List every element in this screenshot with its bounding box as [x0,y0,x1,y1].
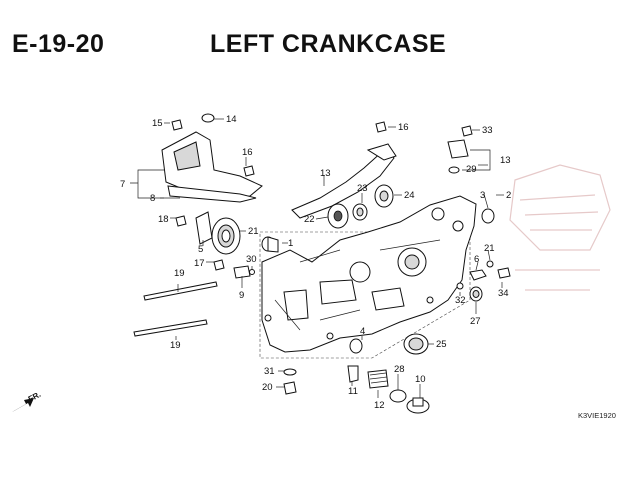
part-7-cover [161,131,263,203]
callout-16-b: 16 [242,147,253,158]
part-24-bearing [352,203,368,221]
callout-1: 1 [288,238,293,249]
callout-19-b: 19 [170,340,181,351]
callout-34: 34 [498,288,509,299]
part-20-bolt [283,381,297,395]
part-3-collar [481,208,495,224]
callout-17: 17 [194,258,205,269]
callout-23: 22 [304,214,315,225]
callout-10: 10 [415,374,426,385]
part-26-oil-seal [403,333,429,355]
part-14-sensor [447,139,469,159]
callout-11: 11 [348,386,358,397]
left-crankcase [261,195,477,353]
callout-33: 33 [482,125,493,136]
callout-25: 24 [404,190,415,201]
part-31-washer [283,368,297,376]
callout-8: 8 [150,193,155,204]
callout-26: 25 [436,339,447,350]
part-12-spring [367,369,389,389]
part-30-washer [249,269,255,275]
part-23-bearing [327,203,349,229]
part-29-o-ring [448,166,460,174]
callout-7: 7 [120,179,125,190]
callout-28: 28 [394,364,405,375]
callout-14: 13 [500,155,511,166]
page-title: LEFT CRANKCASE [210,30,447,58]
callout-24: 23 [357,183,368,194]
front-label: FR. [27,390,43,404]
callout-16-a: 15 [152,118,163,129]
part-6-bolt [469,269,487,281]
reference-code: K3VIE1920 [578,411,616,420]
callout-2: 2 [506,190,511,201]
callout-31: 31 [264,366,275,377]
callout-5: 5 [198,244,203,255]
callout-12: 12 [374,400,385,411]
page-code: E-19-20 [12,30,105,58]
part-18-bolt [175,215,187,227]
part-25-bearing [374,184,394,208]
part-28-o-ring [389,389,407,403]
part-17-bolt [213,259,225,271]
callout-labels: 15 14 16 16 33 13 29 7 8 13 23 24 3 2 18… [120,114,511,411]
front-direction-arrow: FR. [12,390,42,412]
part-21-plug [486,260,494,268]
callout-20: 20 [262,382,273,393]
part-16-bolt-c [375,121,387,133]
callout-16-c: 16 [398,122,409,133]
part-16-bolt-a [171,119,183,131]
part-16-bolt-b [243,165,255,177]
callout-30: 30 [246,254,257,265]
part-9-sensor-bracket [233,265,251,279]
brand-watermark [509,164,611,291]
part-33-bolt [461,125,473,137]
callout-21: 21 [484,243,495,254]
callout-3: 3 [480,190,485,201]
callout-32: 32 [455,295,466,306]
part-5-plate [195,211,213,245]
callout-19-a: 19 [174,268,185,279]
part-11-strainer [347,365,359,383]
part-19-stud-upper [143,281,218,301]
part-1-dowel [261,236,279,253]
part-27-oil-seal [469,286,483,302]
part-19-stud-lower [133,319,208,337]
callout-27: 27 [470,316,481,327]
part-22-oil-seal [211,217,241,255]
callout-13: 13 [320,168,331,179]
part-34-bolt [497,267,511,279]
callout-22: 21 [248,226,259,237]
callout-18: 18 [158,214,169,225]
part-13-bracket [291,143,397,219]
leader-lines [130,118,504,398]
callout-9: 9 [239,290,244,301]
part-32-washer [456,282,464,290]
callout-4: 4 [360,326,365,337]
callout-6: 6 [474,254,479,265]
part-4-dowel [349,338,363,354]
callout-15: 14 [226,114,237,125]
part-15-grommet [201,113,215,123]
callout-29: 29 [466,164,477,175]
part-10-drain-plug [406,397,430,414]
